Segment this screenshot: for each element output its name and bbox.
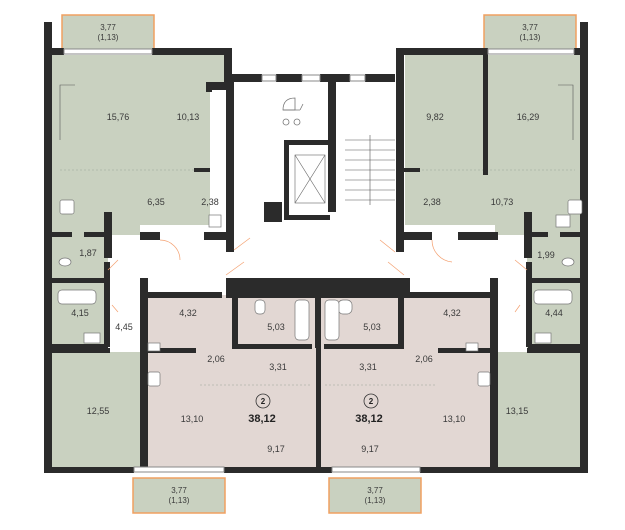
room-area: 13,10 [181,414,204,424]
room-area: 4,45 [115,322,133,332]
windows [63,48,575,473]
room-area: 1,87 [79,248,97,258]
room-area: 9,82 [426,112,444,122]
balcony-area-reduced: (1,13) [365,496,386,505]
balcony-area-reduced: (1,13) [98,33,119,42]
balcony-area: 3,77 [367,486,383,495]
room-area: 10,13 [177,112,200,122]
room-area: 4,32 [443,308,461,318]
balcony-top-right[interactable]: 3,77 (1,13) [483,14,577,51]
fixtures [57,199,583,387]
rooms-count-badge [255,393,271,409]
apartment-bottom-left[interactable] [50,352,140,469]
door-arcs [107,237,528,313]
balcony-area: 3,77 [100,23,116,32]
rooms-count-badge [363,393,379,409]
room-area: 3,31 [359,362,377,372]
rooms-count: 2 [369,397,374,406]
balcony-area-reduced: (1,13) [520,33,541,42]
balcony-bottom-left[interactable]: 3,77 (1,13) [132,477,226,514]
balcony-top-left[interactable]: 3,77 (1,13) [61,14,155,51]
staircase [59,84,574,205]
room-area: 6,35 [147,197,165,207]
room-area: 13,10 [443,414,466,424]
balcony-area: 3,77 [522,23,538,32]
room-area: 2,38 [201,197,219,207]
balcony-area: 3,77 [171,486,187,495]
apartment-top-left[interactable] [50,55,232,350]
total-area: 38,12 [355,413,383,425]
room-area: 16,29 [517,112,540,122]
room-area: 2,06 [207,354,225,364]
room-area: 3,31 [269,362,287,372]
room-area: 15,76 [107,112,130,122]
zone-lines [60,169,575,386]
room-area: 10,73 [491,197,514,207]
total-area: 38,12 [248,413,276,425]
stroller-icon [282,97,304,126]
apartment-bottom-right[interactable] [497,352,583,469]
room-area: 1,99 [537,250,555,260]
room-area: 4,44 [545,308,563,318]
room-area: 4,15 [71,308,89,318]
balcony-area-reduced: (1,13) [169,496,190,505]
walls [44,22,588,473]
rooms-count: 2 [261,397,266,406]
room-area: 4,32 [179,308,197,318]
room-area: 9,17 [361,444,379,454]
apartment-top-right[interactable] [405,55,583,350]
apartment-center-right[interactable] [318,295,496,469]
room-area: 5,03 [363,322,381,332]
apartment-center-left[interactable] [142,295,318,469]
elevator-shaft [294,154,326,204]
room-area: 5,03 [267,322,285,332]
room-area: 2,06 [415,354,433,364]
room-area: 12,55 [87,406,110,416]
room-area: 13,15 [506,406,529,416]
balcony-bottom-right[interactable]: 3,77 (1,13) [328,477,422,514]
room-area: 9,17 [267,444,285,454]
room-area: 2,38 [423,197,441,207]
